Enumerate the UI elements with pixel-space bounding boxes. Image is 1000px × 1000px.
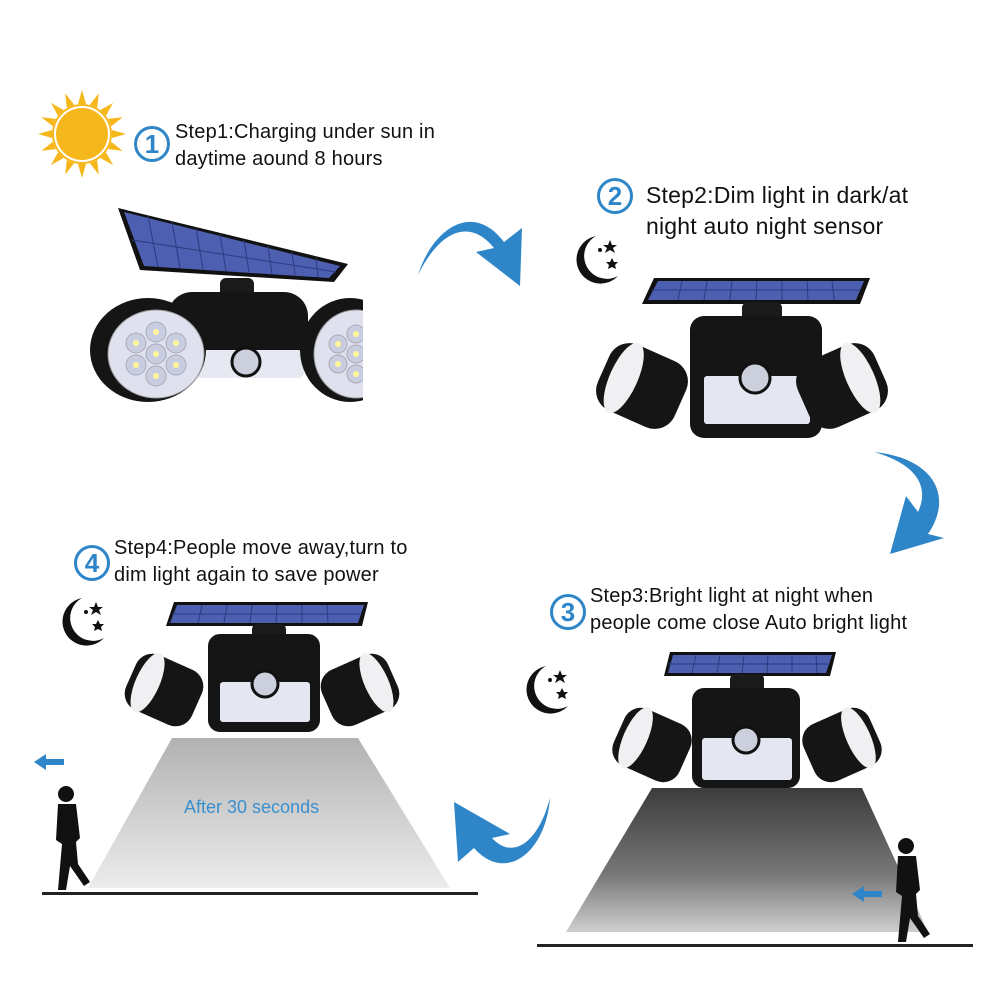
solar-lamp-bright-image: [612, 652, 882, 788]
bright-light-cone: [566, 788, 928, 932]
person-silhouette-icon: [896, 838, 930, 942]
walk-away-arrow-icon: [34, 754, 64, 770]
ground-line: [537, 944, 973, 947]
step-3-text: Step3:Bright light at night when people …: [590, 583, 907, 637]
solar-lamp-dim-again-image: [124, 602, 400, 732]
step-3-badge: 3: [550, 594, 586, 630]
step-1-badge: 1: [134, 126, 170, 162]
step-3-line-2: people come close Auto bright light: [590, 612, 908, 634]
solar-lamp-charging-image: [90, 208, 363, 402]
step-4-text: Step4:People move away,turn to dim light…: [114, 535, 408, 589]
person-silhouette-icon: [56, 786, 90, 890]
moon-stars-icon: [526, 666, 568, 714]
step-2-line-1: Step2:Dim light in dark/at: [646, 182, 909, 208]
step-1-text: Step1:Charging under sun in daytime aoun…: [175, 119, 435, 173]
curved-arrow-down-icon: [874, 452, 944, 554]
ground-line: [42, 892, 478, 895]
after-30-seconds-label: After 30 seconds: [184, 797, 320, 817]
step-4-line-1: Step4:People move away,turn to: [114, 537, 408, 559]
curved-arrow-left-icon: [454, 798, 550, 864]
step-2-text: Step2:Dim light in dark/at night auto ni…: [646, 180, 908, 242]
dim-light-cone: [88, 738, 450, 888]
step-4-line-2: dim light again to save power: [114, 564, 379, 586]
sun-icon: [38, 90, 126, 178]
step-4-badge: 4: [74, 545, 110, 581]
step-2-line-2: night auto night sensor: [646, 213, 884, 239]
solar-lamp-dim-image: [596, 278, 888, 438]
approach-arrow-icon: [852, 886, 882, 902]
step-1-line-1: Step1:Charging under sun in: [175, 121, 436, 143]
step-2-badge: 2: [597, 178, 633, 214]
step-1-line-2: daytime aound 8 hours: [175, 148, 383, 170]
moon-stars-icon: [576, 236, 618, 284]
step-3-line-1: Step3:Bright light at night when: [590, 585, 874, 607]
moon-stars-icon: [62, 598, 104, 646]
curved-arrow-right-icon: [418, 221, 522, 286]
